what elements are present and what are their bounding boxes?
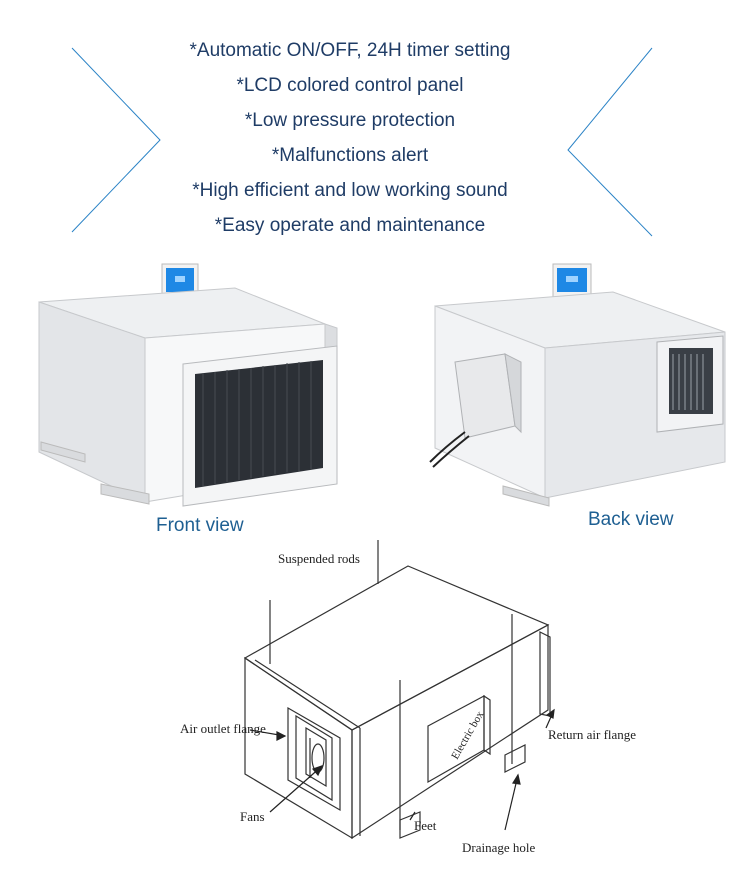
feature-item: *Malfunctions alert	[271, 145, 429, 166]
fans-label: Fans	[240, 809, 265, 824]
feature-item: *LCD colored control panel	[236, 75, 464, 96]
front-view-image	[38, 263, 338, 507]
structure-diagram: Electric box	[243, 540, 555, 840]
right-chevron	[567, 47, 653, 237]
front-view-caption: Front view	[156, 515, 244, 536]
feature-item: *High efficient and low working sound	[192, 180, 508, 201]
decorative-chevrons	[71, 47, 653, 237]
feature-item: *Easy operate and maintenance	[214, 215, 486, 236]
drainage-hole-label: Drainage hole	[462, 840, 536, 855]
air-outlet-flange-label: Air outlet flange	[180, 721, 266, 736]
suspended-rods-label: Suspended rods	[278, 551, 360, 566]
back-view-caption: Back view	[588, 509, 674, 530]
back-view-image	[429, 263, 726, 507]
feet-label: Feet	[414, 818, 437, 833]
left-chevron	[71, 47, 161, 233]
feature-item: *Automatic ON/OFF, 24H timer setting	[189, 40, 511, 61]
return-air-flange-label: Return air flange	[548, 727, 637, 742]
feature-item: *Low pressure protection	[244, 110, 456, 131]
